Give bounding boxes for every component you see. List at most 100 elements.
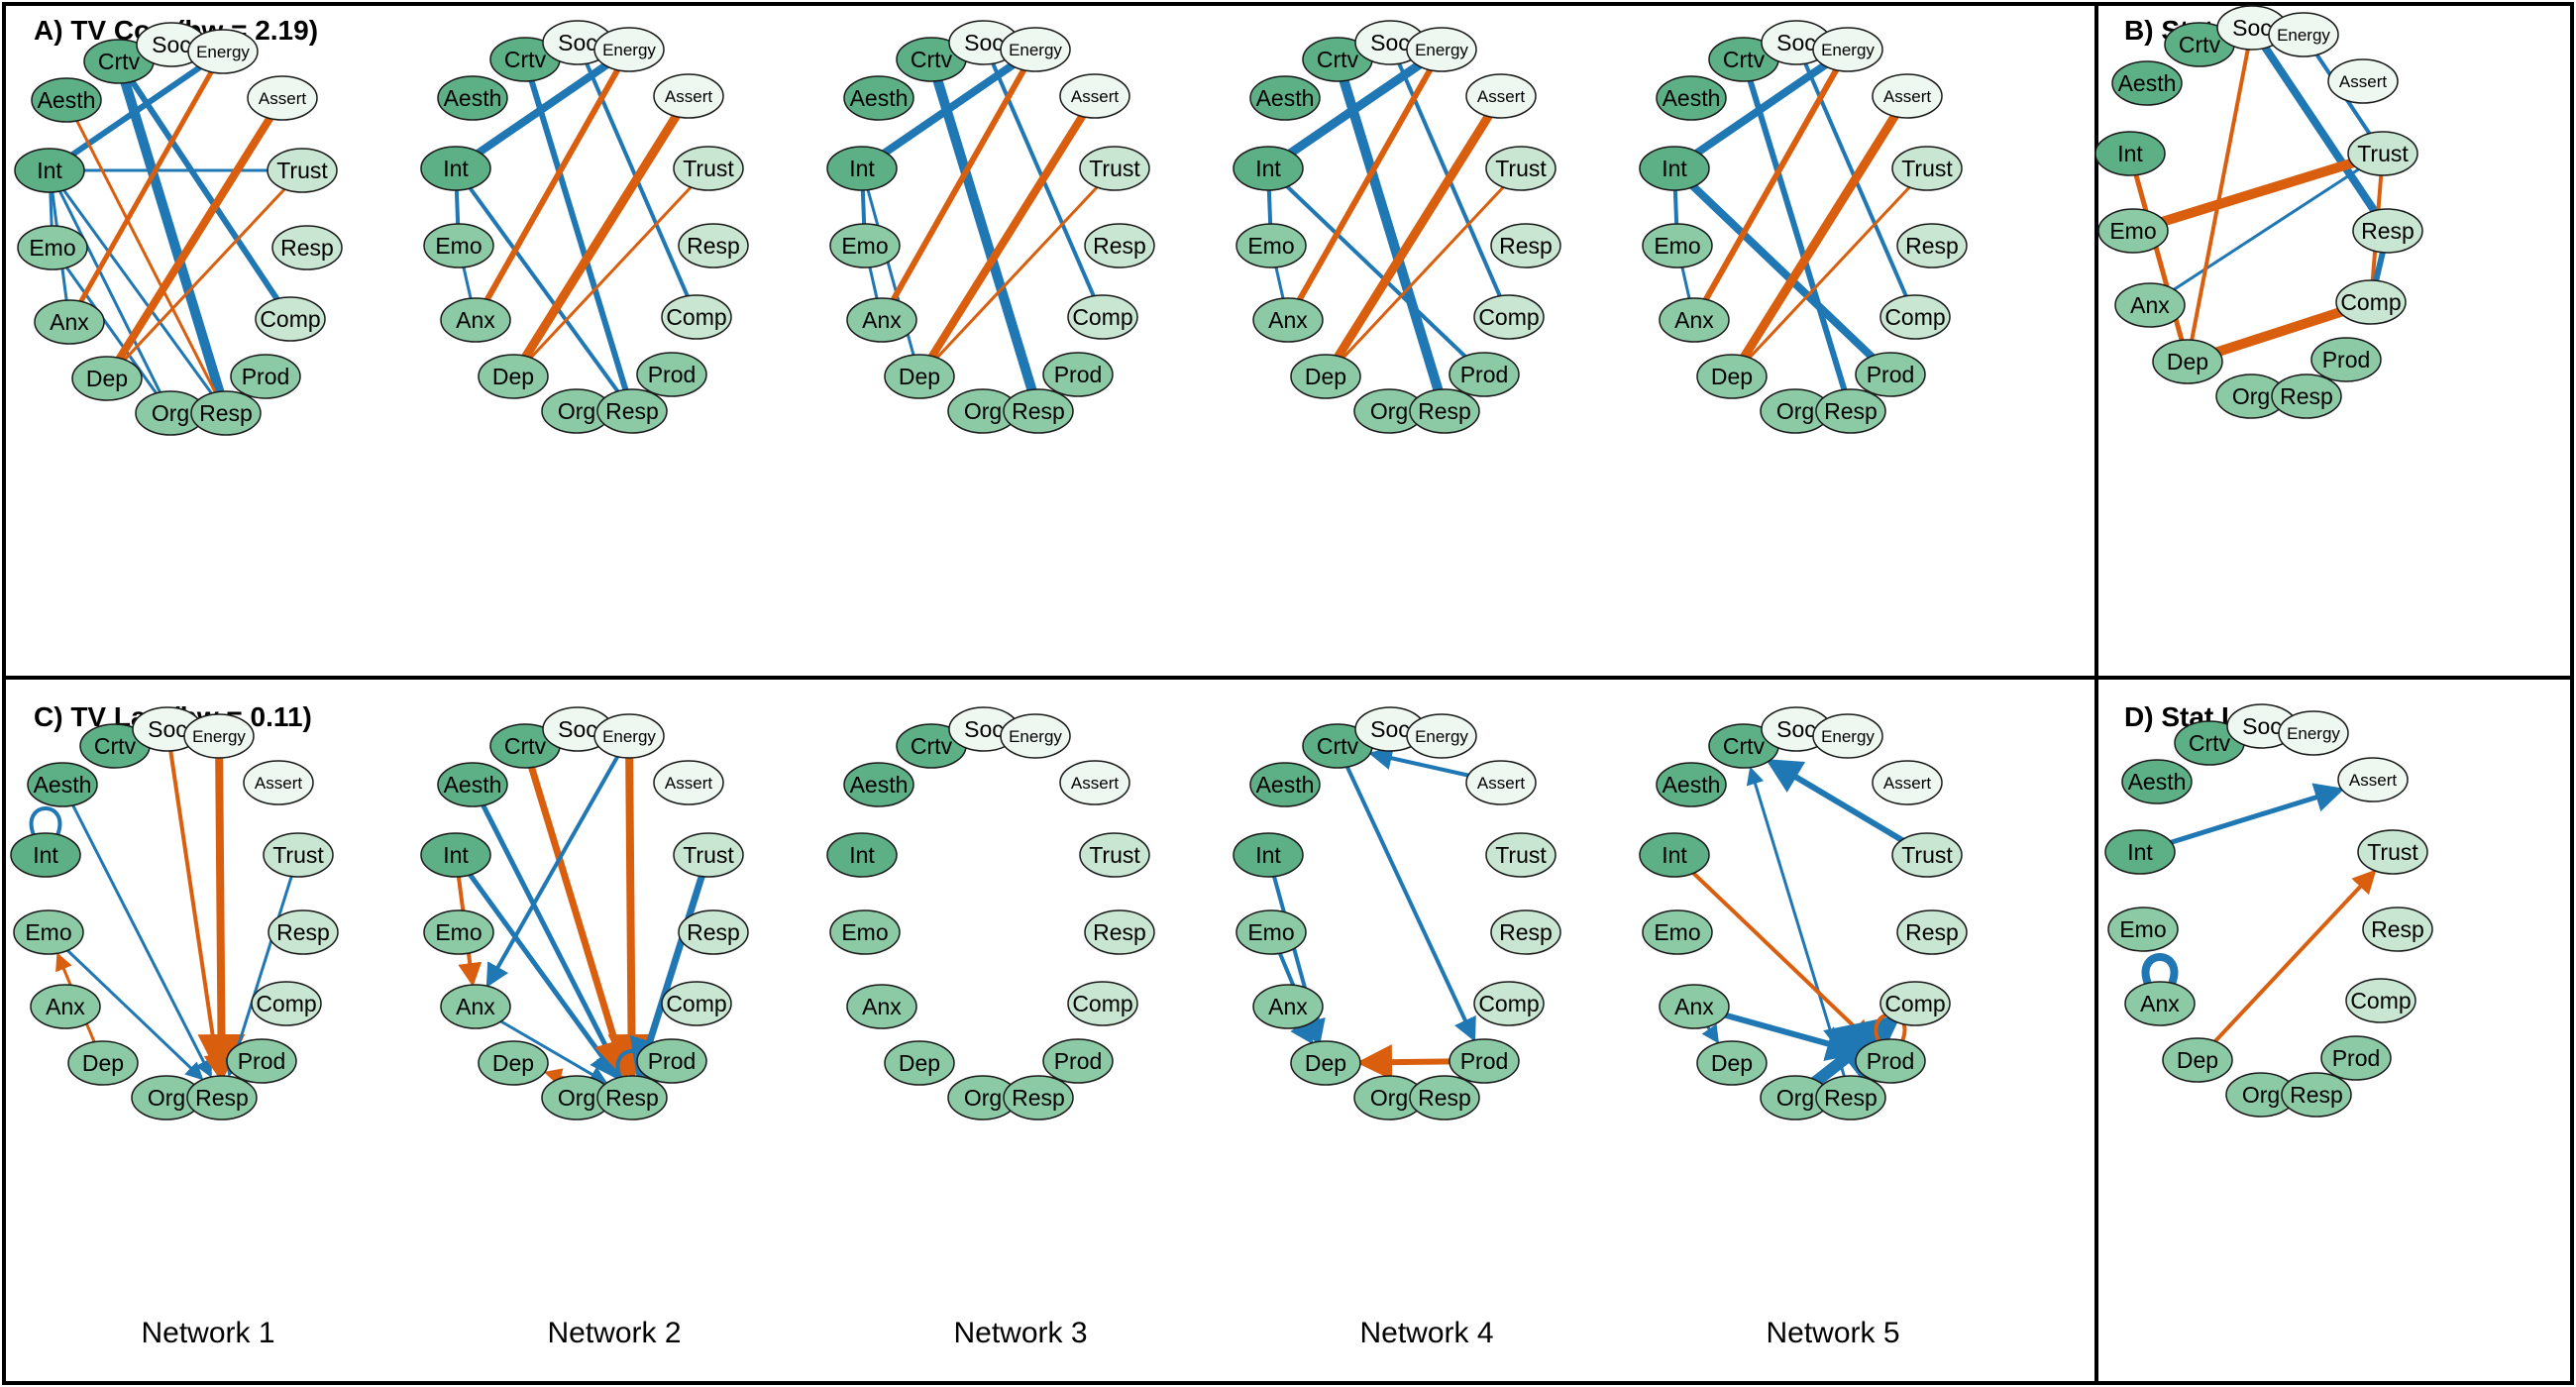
node-ellipse xyxy=(1872,73,1943,119)
node-ellipse xyxy=(1473,294,1545,340)
node-int: Int xyxy=(2104,829,2176,875)
edge-dep-trust xyxy=(1324,166,1523,378)
node-energy: Energy xyxy=(593,713,665,759)
node-assert: Assert xyxy=(1059,73,1130,119)
node-emo: Emo xyxy=(423,909,494,955)
node-energy: Energy xyxy=(593,27,665,72)
node-int: Int xyxy=(826,832,898,878)
edge-dep-assert xyxy=(509,93,693,379)
node-org: Org xyxy=(947,388,1019,434)
node-label: Aesth xyxy=(1256,772,1315,798)
node-label: Resp xyxy=(1418,1085,1471,1111)
node-ellipse xyxy=(437,762,508,807)
node-comp: Comp xyxy=(1067,981,1138,1026)
node-label: Org xyxy=(558,1085,595,1111)
edge-energy-resp_b xyxy=(197,735,246,1083)
node-ellipse xyxy=(186,1075,258,1120)
node-label: Emo xyxy=(1654,919,1700,945)
node-org: Org xyxy=(2225,1072,2297,1118)
node-assert: Assert xyxy=(653,73,724,119)
node-ellipse xyxy=(1490,223,1561,268)
node-ellipse xyxy=(1465,760,1537,805)
node-resp_b: Resp xyxy=(1815,1075,1886,1120)
node-aesth: Aesth xyxy=(843,762,914,807)
node-aesth: Aesth xyxy=(2111,60,2183,106)
node-energy: Energy xyxy=(1000,27,1071,72)
node-prod: Prod xyxy=(636,1038,707,1084)
node-label: Resp xyxy=(1499,919,1553,945)
node-ellipse xyxy=(1084,223,1155,268)
node-ellipse xyxy=(1659,984,1730,1029)
node-resp_r: Resp xyxy=(271,225,343,270)
edge-energy-resp_b xyxy=(607,735,656,1083)
node-anx: Anx xyxy=(2114,282,2186,328)
node-label: Emo xyxy=(841,919,888,945)
node-label: Assert xyxy=(1071,87,1119,106)
node-ellipse xyxy=(271,225,343,270)
node-ellipse xyxy=(230,354,301,399)
node-resp_r: Resp xyxy=(678,223,749,268)
edge-aesth-resp_b xyxy=(60,784,212,1078)
node-label: Org xyxy=(2242,1082,2280,1108)
node-label: Comp xyxy=(666,991,726,1016)
node-ellipse xyxy=(1252,297,1324,343)
node-label: Resp xyxy=(1012,398,1065,424)
node-comp: Comp xyxy=(255,296,326,342)
node-label: Org xyxy=(1370,1085,1408,1111)
edge-dep-trust xyxy=(2196,869,2377,1062)
edge-soc-dep xyxy=(2186,27,2254,363)
node-prod: Prod xyxy=(636,352,707,397)
node-label: Assert xyxy=(665,87,712,106)
edge-trust-resp_b xyxy=(225,854,300,1078)
node-label: Int xyxy=(443,156,469,181)
node-trust: Trust xyxy=(267,148,338,193)
edge-soc-resp_r xyxy=(2248,25,2392,234)
node-label: Anx xyxy=(1268,994,1308,1019)
node-label: Anx xyxy=(46,994,85,1019)
node-ellipse xyxy=(1042,1038,1114,1084)
node-ellipse xyxy=(437,75,508,121)
node-ellipse xyxy=(2327,58,2399,104)
node-label: Prod xyxy=(2332,1045,2381,1071)
node-label: Aesth xyxy=(34,772,92,798)
node-label: Aesth xyxy=(1256,85,1315,111)
node-dep: Dep xyxy=(1290,1040,1361,1086)
node-emo: Emo xyxy=(2107,907,2179,952)
node-label: Resp xyxy=(1093,233,1146,259)
node-label: Prod xyxy=(1054,1048,1103,1074)
node-ellipse xyxy=(1406,27,1477,72)
node-assert: Assert xyxy=(1465,760,1537,805)
node-label: Prod xyxy=(1460,1048,1509,1074)
node-ellipse xyxy=(1079,146,1150,191)
node-crtv: Crtv xyxy=(896,723,967,769)
node-crtv: Crtv xyxy=(2164,22,2235,67)
node-assert: Assert xyxy=(243,760,314,805)
node-ellipse xyxy=(14,148,85,193)
node-prod: Prod xyxy=(226,1038,297,1084)
node-comp: Comp xyxy=(1473,981,1545,1026)
node-label: Prod xyxy=(648,1048,697,1074)
node-resp_b: Resp xyxy=(1815,388,1886,434)
node-label: Int xyxy=(1662,156,1687,181)
node-label: Soc xyxy=(152,32,191,57)
node-label: Comp xyxy=(2340,289,2401,315)
node-crtv: Crtv xyxy=(79,723,151,769)
node-energy: Energy xyxy=(1812,713,1883,759)
node-comp: Comp xyxy=(661,981,732,1026)
node-ellipse xyxy=(1659,297,1730,343)
node-label: Prod xyxy=(242,364,290,389)
node-aesth: Aesth xyxy=(27,762,98,807)
edge-crtv-resp_b xyxy=(1741,58,1854,412)
node-ellipse xyxy=(1656,75,1727,121)
node-emo: Emo xyxy=(423,223,494,268)
node-label: Crtv xyxy=(911,47,953,72)
node-ellipse xyxy=(1855,352,1926,397)
node-label: Crtv xyxy=(1723,47,1766,72)
node-label: Trust xyxy=(1089,842,1140,868)
node-ellipse xyxy=(661,294,732,340)
node-resp_r: Resp xyxy=(1084,909,1155,955)
node-ellipse xyxy=(636,352,707,397)
node-dep: Dep xyxy=(478,1040,549,1086)
